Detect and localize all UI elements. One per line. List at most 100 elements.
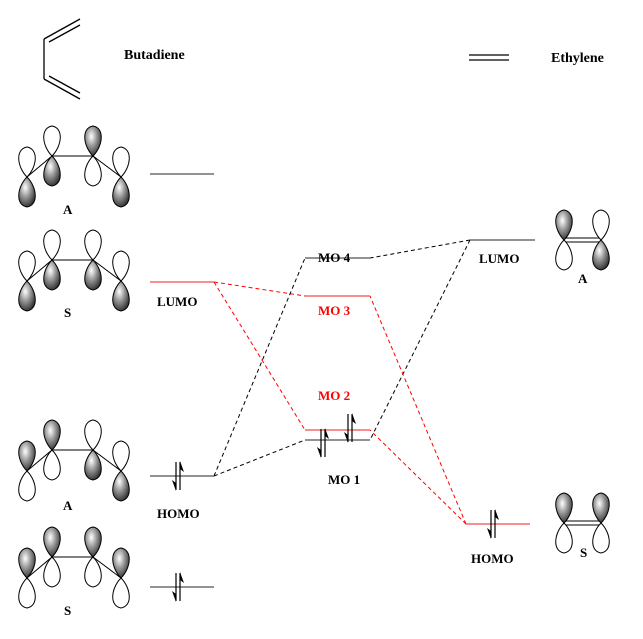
top-lobe <box>112 146 130 178</box>
mo4-label: MO 4 <box>318 250 351 265</box>
ethylene-orbital-pi_star <box>555 209 610 271</box>
correlation-line <box>213 439 306 477</box>
p-orbital <box>84 125 102 187</box>
top-lobe <box>112 250 130 282</box>
bottom-lobe <box>43 556 61 588</box>
p-orbital <box>555 209 573 271</box>
bottom-lobe <box>84 155 102 187</box>
butadiene-psi2-symmetry: A <box>63 498 73 513</box>
top-lobe <box>112 440 130 472</box>
carbon-skeleton <box>26 155 122 178</box>
electron-pair <box>172 572 184 602</box>
ethylene-structure <box>469 54 509 61</box>
top-lobe <box>592 209 610 241</box>
p-orbital <box>43 125 61 187</box>
spin-up-arrowhead <box>495 509 499 520</box>
spin-down-arrowhead <box>317 447 321 458</box>
butadiene-orbital-psi2 <box>18 419 130 502</box>
butadiene-structure <box>43 18 81 100</box>
mo1-label: MO 1 <box>328 472 360 487</box>
bottom-lobe <box>112 577 130 609</box>
spin-down-arrowhead <box>487 528 491 539</box>
p-orbital <box>112 250 130 312</box>
correlation-line <box>213 281 306 297</box>
correlation-line <box>369 239 471 259</box>
p-orbital <box>592 492 610 554</box>
bottom-lobe <box>18 280 36 312</box>
butadiene-level-psi2 <box>150 461 214 491</box>
bottom-lobe <box>43 155 61 187</box>
bottom-lobe <box>18 176 36 208</box>
p-orbital <box>18 250 36 312</box>
spin-down-arrowhead <box>172 480 176 491</box>
energy-levels <box>150 173 535 602</box>
top-lobe <box>84 419 102 451</box>
bottom-lobe <box>555 522 573 554</box>
top-lobe <box>84 229 102 261</box>
top-lobe <box>43 526 61 558</box>
spin-down-arrowhead <box>172 591 176 602</box>
bottom-lobe <box>43 259 61 291</box>
butadiene-psi1-symmetry: S <box>64 603 71 618</box>
ethylene-homo-symmetry: S <box>580 545 587 560</box>
top-lobe <box>555 209 573 241</box>
correlation-line <box>369 429 467 525</box>
p-orbital <box>84 419 102 481</box>
p-orbital <box>18 547 36 609</box>
bottom-lobe <box>592 522 610 554</box>
spin-up-arrowhead <box>352 413 356 424</box>
top-lobe <box>43 229 61 261</box>
bottom-lobe <box>18 470 36 502</box>
carbon-skeleton <box>26 259 122 282</box>
bottom-lobe <box>112 280 130 312</box>
butadiene-orbital-psi4 <box>18 125 130 208</box>
bottom-lobe <box>84 556 102 588</box>
top-lobe <box>592 492 610 524</box>
top-lobe <box>112 547 130 579</box>
top-lobe <box>555 492 573 524</box>
electron-pair <box>317 428 329 458</box>
butadiene-orbital-psi3 <box>18 229 130 312</box>
orbital-pictures <box>18 125 610 609</box>
ethylene-label: Ethylene <box>551 51 604 66</box>
correlation-line <box>213 257 306 477</box>
ethylene-level-pi <box>466 509 530 539</box>
correlation-line <box>213 281 306 431</box>
bottom-lobe <box>43 449 61 481</box>
mo3-label: MO 3 <box>318 303 351 318</box>
carbon-skeleton <box>26 449 122 472</box>
electron-pair <box>487 509 499 539</box>
ethylene-lumo-label: LUMO <box>479 251 519 266</box>
bottom-lobe <box>18 577 36 609</box>
spin-up-arrowhead <box>325 428 329 439</box>
top-lobe <box>84 125 102 157</box>
ethylene-orbital-pi <box>555 492 610 554</box>
ethylene-lumo-symmetry: A <box>578 271 588 286</box>
butadiene-label: Butadiene <box>124 48 185 63</box>
top-lobe <box>84 526 102 558</box>
ethylene-homo-label: HOMO <box>471 551 514 566</box>
correlation-lines <box>213 239 471 525</box>
p-orbital <box>43 526 61 588</box>
p-orbital <box>84 229 102 291</box>
p-orbital <box>112 146 130 208</box>
top-lobe <box>43 125 61 157</box>
correlation-line <box>369 295 467 525</box>
mo2-label: MO 2 <box>318 388 350 403</box>
top-lobe <box>18 146 36 178</box>
top-lobe <box>18 250 36 282</box>
p-orbital <box>555 492 573 554</box>
top-lobe <box>43 419 61 451</box>
spin-up-arrowhead <box>180 572 184 583</box>
butadiene-orbital-psi1 <box>18 526 130 609</box>
p-orbital <box>43 419 61 481</box>
butadiene-psi3-symmetry: S <box>64 305 71 320</box>
bottom-lobe <box>112 470 130 502</box>
bottom-lobe <box>84 449 102 481</box>
bottom-lobe <box>112 176 130 208</box>
p-orbital <box>112 440 130 502</box>
spin-down-arrowhead <box>344 432 348 443</box>
p-orbital <box>18 440 36 502</box>
bottom-lobe <box>555 239 573 271</box>
